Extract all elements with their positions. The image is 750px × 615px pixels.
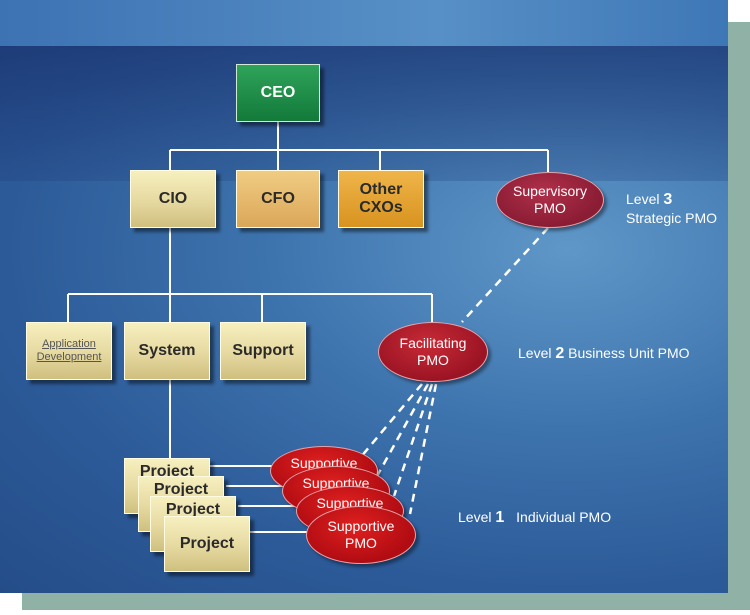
- level-prefix: Level: [458, 509, 492, 525]
- level-2-label: Level 2 Business Unit PMO: [518, 344, 690, 363]
- project-box: Project: [164, 516, 250, 572]
- level-name: Business Unit PMO: [568, 345, 690, 361]
- level-name: Strategic PMO: [626, 210, 718, 226]
- dark-band: [0, 46, 728, 181]
- application-development-box: Application Development: [26, 322, 112, 380]
- top-strip: [0, 0, 728, 46]
- level-3-label: Level 3 Strategic PMO: [626, 190, 717, 227]
- dash-fac-sup-4: [408, 383, 438, 515]
- support-box: Support: [220, 322, 306, 380]
- level-prefix: Level: [518, 345, 552, 361]
- supervisory-pmo-ellipse: Supervisory PMO: [496, 172, 604, 228]
- level-number: 2: [555, 345, 565, 362]
- connector-lines: [67, 122, 549, 533]
- dash-fac-sup-3: [392, 383, 434, 497]
- level-number: 3: [663, 191, 673, 208]
- dash-supervisory-facilitating: [461, 227, 549, 323]
- level-name: Individual PMO: [516, 509, 612, 525]
- ceo-box: CEO: [236, 64, 320, 122]
- dash-fac-sup-2: [374, 383, 430, 479]
- cfo-box: CFO: [236, 170, 320, 228]
- supportive-pmo-ellipse: Supportive PMO: [306, 506, 416, 564]
- other-cxos-box: Other CXOs: [338, 170, 424, 228]
- cio-box: CIO: [130, 170, 216, 228]
- dash-fac-sup-1: [359, 383, 423, 459]
- system-box: System: [124, 322, 210, 380]
- facilitating-pmo-ellipse: Facilitating PMO: [378, 322, 488, 382]
- level-1-label: Level 1 Individual PMO: [458, 508, 611, 527]
- level-number: 1: [495, 509, 505, 526]
- level-prefix: Level: [626, 191, 660, 207]
- diagram-panel: CEO CIO CFO Other CXOs Application Devel…: [0, 0, 728, 593]
